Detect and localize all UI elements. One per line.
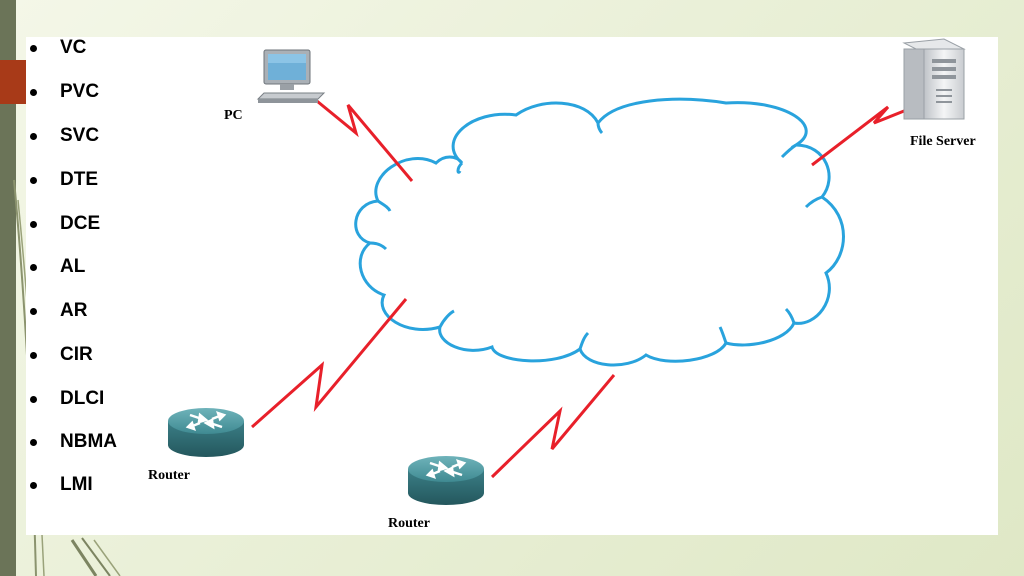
bullet-item: CIR — [26, 342, 166, 368]
bullet-item: DCE — [26, 211, 166, 237]
bullet-item: AL — [26, 254, 166, 280]
pc-label: PC — [224, 108, 243, 123]
bullet-item: DLCI — [26, 386, 166, 412]
bullet-item: DTE — [26, 167, 166, 193]
serial-links — [251, 95, 915, 479]
network-cloud-icon — [354, 97, 845, 367]
router-left-label: Router — [148, 468, 190, 483]
accent-tab — [0, 60, 26, 104]
file-server-icon — [902, 38, 966, 120]
bullet-dot-icon — [30, 89, 37, 96]
left-decorative-band — [0, 0, 16, 576]
bullet-dot-icon — [30, 308, 37, 315]
bullet-dot-icon — [30, 45, 37, 52]
link-router-left-cloud — [251, 298, 408, 429]
bullet-dot-icon — [30, 133, 37, 140]
file-server-label: File Server — [910, 134, 976, 149]
bullet-dot-icon — [30, 396, 37, 403]
router-bottom-label: Router — [388, 516, 430, 531]
bullet-item: AR — [26, 298, 166, 324]
bullet-item: NBMA — [26, 429, 166, 455]
pc-icon — [256, 49, 326, 103]
bullet-dot-icon — [30, 264, 37, 271]
bullet-dot-icon — [30, 221, 37, 228]
bullet-dot-icon — [30, 482, 37, 489]
bullet-item: PVC — [26, 79, 166, 105]
bullet-item: LMI — [26, 472, 166, 498]
bullet-dot-icon — [30, 352, 37, 359]
link-pc-cloud — [311, 95, 414, 182]
router-icon — [168, 408, 244, 457]
link-router-bottom-cloud — [490, 374, 616, 479]
bullet-item: SVC — [26, 123, 166, 149]
bullet-dot-icon — [30, 177, 37, 184]
link-server-cloud — [811, 105, 915, 167]
bullet-dot-icon — [30, 439, 37, 446]
frame-relay-diagram: PC File Server — [148, 38, 976, 531]
slide-content: VC PVC SVC DTE DCE AL AR CIR DLCI NBMA L… — [26, 37, 998, 535]
router-icon — [408, 456, 484, 505]
bullet-item: VC — [26, 35, 166, 61]
